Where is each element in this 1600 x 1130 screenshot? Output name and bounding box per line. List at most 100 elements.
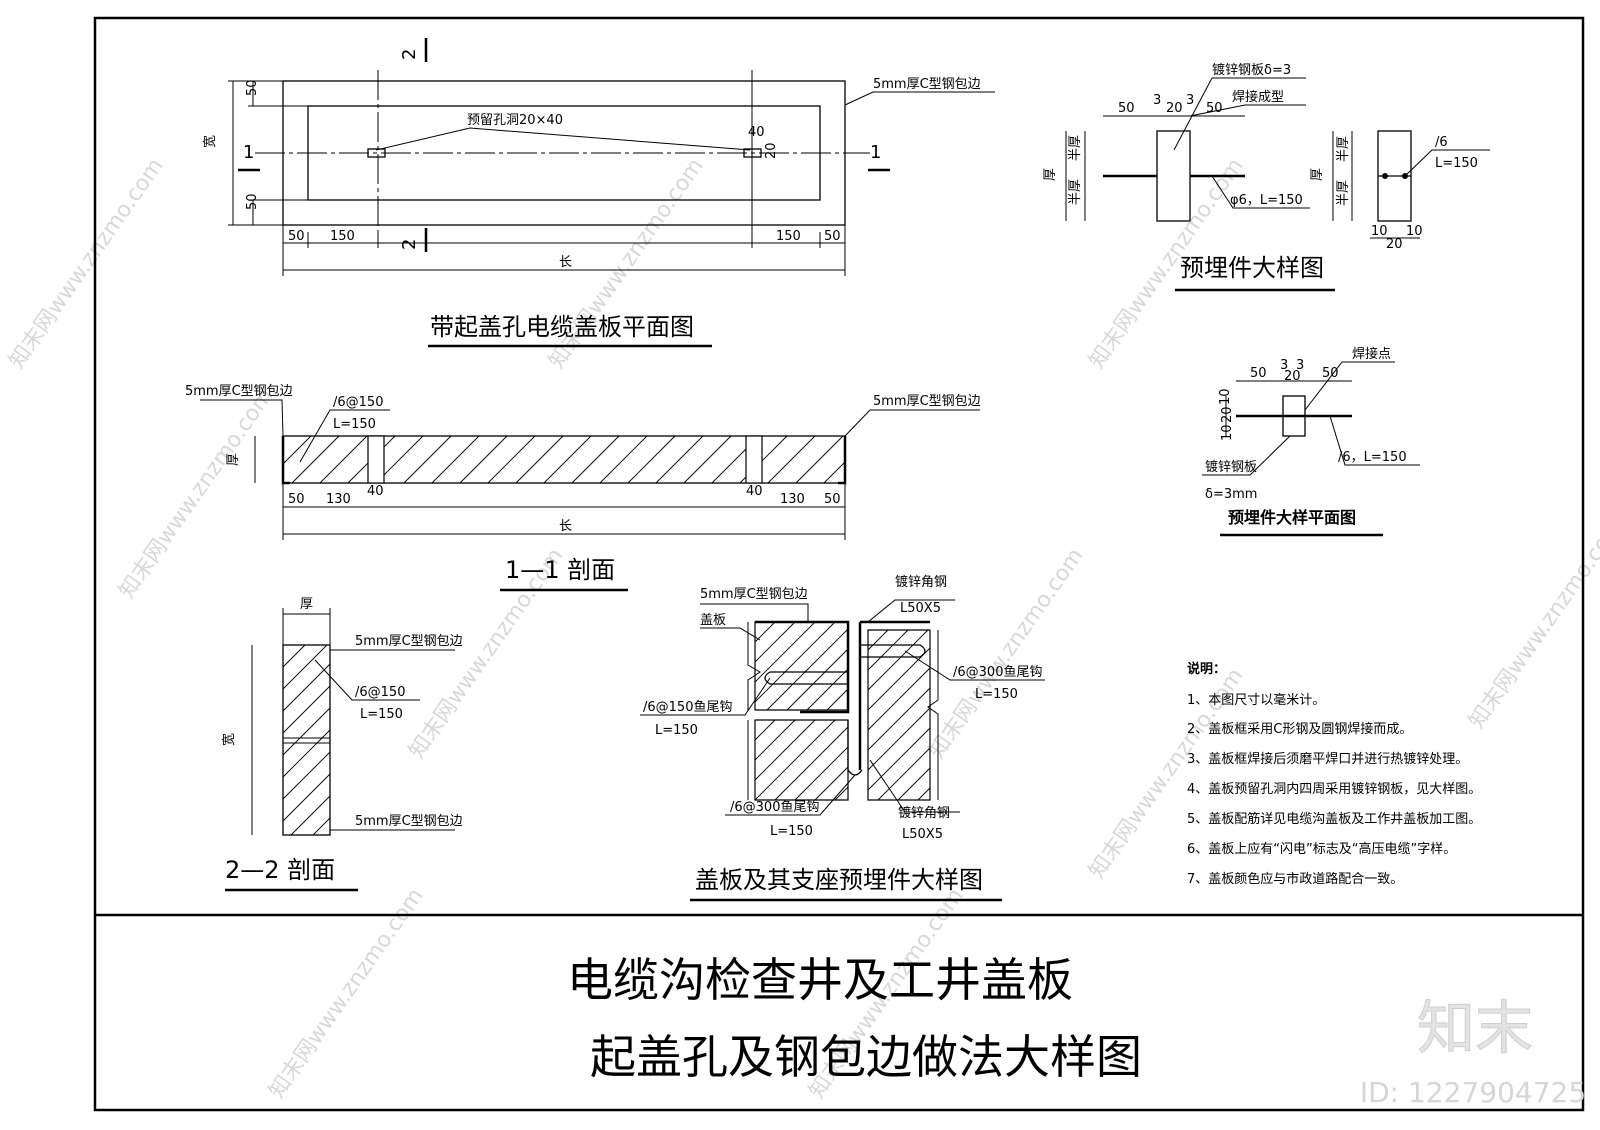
hatch-line (459, 435, 508, 484)
dim-50: 50 (288, 229, 305, 244)
hatch-line (627, 435, 676, 484)
support-title: 盖板及其支座预埋件大样图 (695, 866, 983, 894)
slab-label: 盖板 (700, 613, 726, 628)
hatch-line (867, 687, 931, 751)
hatch-line (826, 688, 849, 711)
hook-bottom-label: /6@300鱼尾钩 (730, 799, 819, 815)
watermark-text: 知末网www.znzmo.com (924, 544, 1088, 764)
dim: 50 (1206, 101, 1223, 116)
dim: 20 (1284, 369, 1301, 384)
hatch-line (282, 663, 331, 712)
weld-point-label: 焊接点 (1352, 346, 1391, 362)
section-mark-1-left: 1 (243, 142, 254, 163)
hatch-line (282, 435, 312, 465)
hatch-line (282, 707, 331, 756)
dim-50: 50 (824, 229, 841, 244)
thick-label: 厚 (1043, 168, 1058, 181)
hatch-line (867, 667, 931, 731)
dim: 40 (746, 484, 763, 499)
edge-label: 5mm厚C型钢包边 (873, 77, 981, 92)
notes: 说明： 1、本图尺寸以毫米计。 2、盖板框采用C形钢及圆钢焊接而成。 3、盖板框… (1187, 661, 1481, 887)
embed-plan-detail: 50 3 3 20 50 焊接点 10 20 10 镀锌钢板 δ=3mm /6，… (1202, 346, 1420, 537)
thick-label: 厚 (226, 453, 241, 466)
title-block: 电缆沟检查井及工井盖板 起盖孔及钢包边做法大样图 (567, 953, 1142, 1084)
dim: 3 (1280, 358, 1288, 373)
section-1-title: 1—1 剖面 (505, 556, 615, 584)
length-label: 长 (559, 255, 572, 270)
hook-right-label: /6@300鱼尾钩 (953, 664, 1042, 680)
embed-detail: 50 3 20 3 50 镀锌钢板δ=3 焊接成型 φ6，L=150 厚 半厚 … (1043, 62, 1490, 292)
watermark-text: 知末网www.znzmo.com (4, 154, 168, 374)
dim: 130 (780, 492, 805, 507)
section-2-2: 厚 宽 5mm厚C型钢包边 /6@150 L=150 5mm厚C型钢包边 2—2… (221, 597, 463, 892)
bar-label: φ6，L=150 (1230, 193, 1303, 208)
hatch-line (319, 435, 368, 484)
dim: 20 (1166, 101, 1183, 116)
title-line-2: 起盖孔及钢包边做法大样图 (590, 1030, 1142, 1084)
plate-label: 镀锌钢板δ=3 (1212, 62, 1291, 78)
hatch-line (754, 719, 836, 801)
bar-right-label: L=150 (1435, 156, 1478, 171)
edge-top-label: 5mm厚C型钢包边 (355, 634, 463, 649)
image-id-text: ID: 1227904725 (1360, 1076, 1586, 1109)
watermark-text: 知末网www.znzmo.com (114, 384, 278, 604)
section-mark-2-bottom: 2 (399, 239, 420, 250)
width-label: 宽 (202, 135, 218, 148)
hatch-line (683, 435, 732, 484)
hatch-line (282, 644, 306, 668)
hatch-line (917, 787, 931, 801)
hatch-line (867, 727, 931, 791)
hatch-line (774, 726, 849, 801)
notes-heading: 说明： (1187, 661, 1226, 677)
hatch-line (823, 461, 846, 484)
hatch-line (877, 747, 931, 801)
section-mark-1-right: 1 (870, 142, 881, 163)
hatch-line (754, 719, 796, 761)
dim-50: 50 (245, 79, 260, 96)
half-thick-label: 半厚 (1068, 135, 1083, 161)
hatch-line (795, 435, 844, 484)
hole-leader (375, 127, 751, 151)
width-label: 宽 (221, 733, 237, 746)
angle-bottom-label: 镀锌角钢 (898, 805, 950, 821)
embed-plate (1156, 130, 1191, 222)
weld-label: 焊接成型 (1232, 89, 1284, 105)
note-item: 2、盖板框采用C形钢及圆钢焊接而成。 (1187, 721, 1412, 737)
hatch-line (867, 629, 929, 691)
section-2-slab (282, 644, 331, 836)
hatch-line (867, 707, 931, 771)
hatch-line (290, 795, 331, 836)
support-detail: 5mm厚C型钢包边 盖板 镀锌角钢 L50X5 /6@300鱼尾钩 L=150 … (640, 574, 1045, 902)
hatch-line (754, 621, 836, 703)
hook-right-length: L=150 (975, 687, 1018, 702)
bar-label: /6，L=150 (1338, 450, 1407, 465)
plate-leader (1173, 77, 1306, 151)
hatch-line (786, 648, 849, 711)
dim: 3 (1296, 358, 1304, 373)
angle-bottom-size: L50X5 (902, 827, 943, 842)
note-item: 5、盖板配筋详见电缆沟盖板及工作井盖板加工图。 (1187, 811, 1481, 827)
dim: 50 (1250, 366, 1267, 381)
hole-label: 预留孔洞20×40 (467, 113, 563, 128)
reserved-hole-left (367, 148, 386, 158)
hatch-line (515, 435, 564, 484)
hatch-line (282, 751, 331, 800)
dim: 40 (367, 484, 384, 499)
bar-label: /6@150 (355, 685, 405, 700)
bar-leader (1211, 175, 1310, 209)
dim-40: 40 (748, 125, 765, 140)
note-item: 3、盖板框焊接后须磨平焊口并进行热镀锌处理。 (1187, 751, 1468, 767)
bar-label: L=150 (333, 417, 376, 432)
hatch-line (571, 435, 620, 484)
hatch-line (282, 644, 328, 690)
dim: 50 (288, 492, 305, 507)
note-item: 7、盖板颜色应与市政道路配合一致。 (1187, 871, 1403, 887)
section-mark-2-top: 2 (399, 49, 420, 60)
hatch-line (867, 629, 909, 671)
section-2-title: 2—2 剖面 (225, 856, 335, 884)
dim: 130 (326, 492, 351, 507)
dim: 20 (1220, 406, 1235, 423)
delta-label: δ=3mm (1205, 487, 1257, 502)
half-thick-label: 半厚 (1336, 136, 1351, 162)
